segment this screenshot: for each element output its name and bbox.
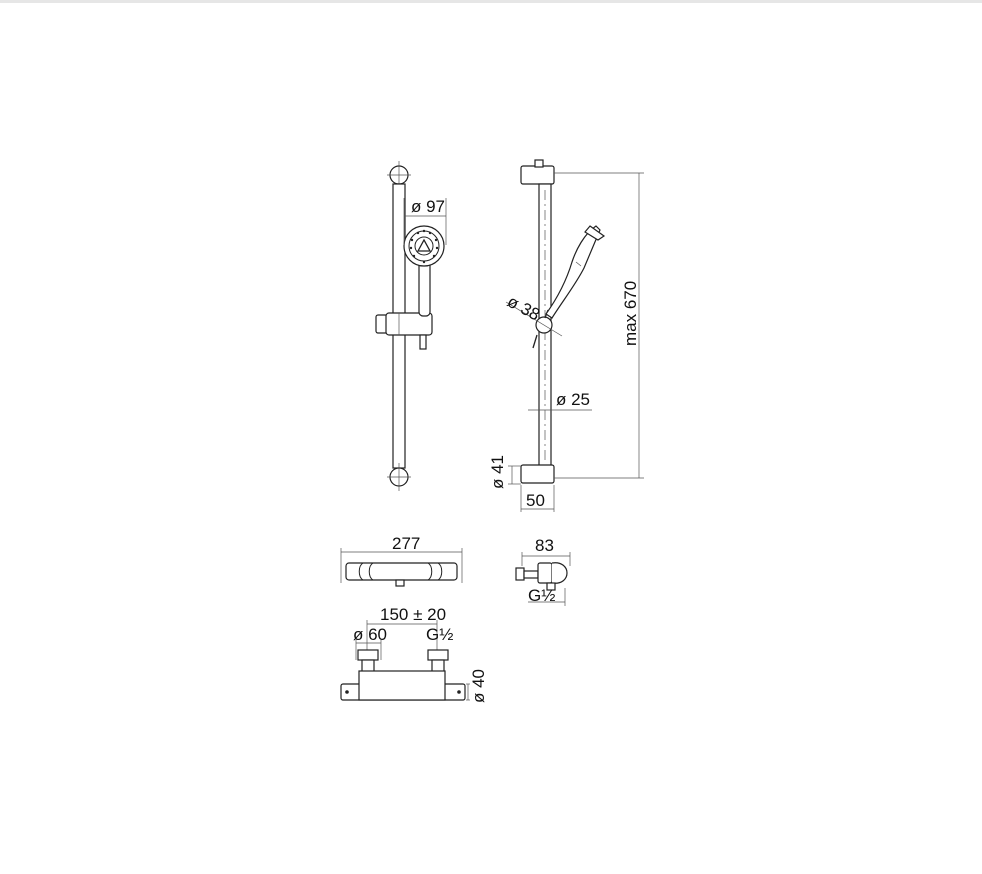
top-wall-bracket-side <box>520 159 555 185</box>
head-diameter-dimension: ø 97 <box>403 197 447 245</box>
bracket-diameter-label: ø 41 <box>488 455 507 489</box>
head-diameter-label: ø 97 <box>411 197 445 216</box>
mixer-top-view: 277 <box>340 534 463 587</box>
hand-shower-front <box>403 225 445 317</box>
hand-shower-side <box>545 225 606 319</box>
mixer-width-label: 277 <box>392 534 420 553</box>
side-view-shower-rail: ø 38 ø 25 max 670 ø 41 50 <box>488 159 644 512</box>
bottom-wall-bracket-front <box>387 463 411 491</box>
rail-diameter-label: ø 25 <box>556 390 590 409</box>
rail-diameter-dimension: ø 25 <box>528 390 592 411</box>
body-diameter-label: ø 40 <box>469 669 488 703</box>
bracket-diameter-dimension: ø 41 <box>488 455 521 489</box>
max-height-dimension: max 670 <box>554 172 644 479</box>
side-thread-label: G½ <box>528 586 555 605</box>
bottom-wall-bracket-side <box>520 464 555 484</box>
knob-diameter-label: ø 60 <box>353 625 387 644</box>
slider-holder-front <box>375 312 433 350</box>
holder-diameter-label: ø 38 <box>504 292 543 325</box>
mixer-side-view: 83 G½ <box>515 536 571 606</box>
mixer-depth-label: 83 <box>535 536 554 555</box>
max-height-label: max 670 <box>621 281 640 346</box>
front-view-shower-rail: ø 97 <box>375 161 447 491</box>
centres-label: 150 ± 20 <box>380 605 446 624</box>
mixer-front-view: 150 ± 20 ø 60 G½ ø 40 <box>340 605 488 703</box>
top-border <box>0 0 982 3</box>
inlet-thread-label: G½ <box>426 625 453 644</box>
bracket-depth-dimension: 50 <box>520 485 555 512</box>
bracket-depth-label: 50 <box>526 491 545 510</box>
